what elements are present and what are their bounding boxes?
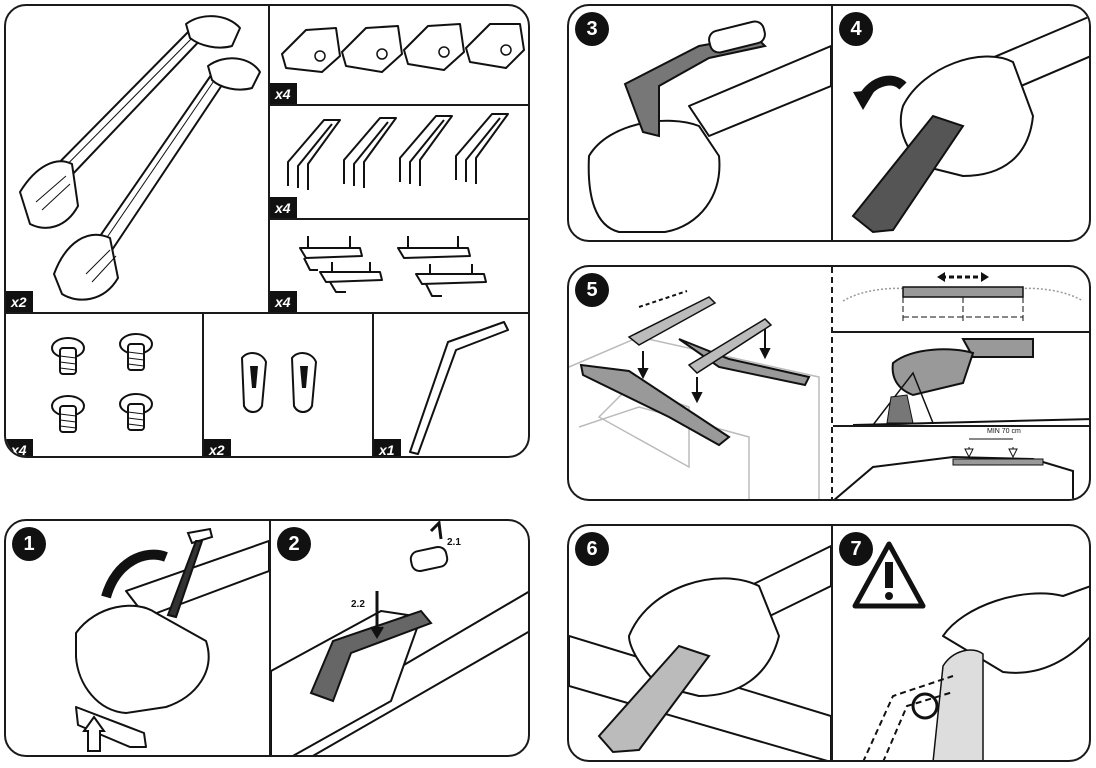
step-7-cell: 7 [833,526,1089,760]
quantity-badge: x4 [270,291,297,312]
footpad-closeup-illustration [852,338,1089,425]
step-5-car-illustration [569,290,820,499]
foot-pads-illustration [281,23,525,73]
divider [831,267,833,499]
step-2-cell: 2 2.1 2.2 [271,521,528,755]
quantity-badge: x4 [270,83,297,104]
divider [6,312,528,314]
substep-label: 2.1 [447,537,461,548]
step-number-badge: 1 [12,527,46,561]
divider [831,6,833,240]
divider [202,312,204,456]
components-panel: x2 x4 [4,4,530,458]
step-6-cell: 6 [569,526,831,760]
bar-spacing-illustration [833,438,1074,499]
clamps-illustration [287,113,509,190]
quantity-badge: x2 [204,439,231,456]
bar-adjust-illustration [842,272,1084,323]
step-number-badge: 5 [575,273,609,307]
quantity-badge: x4 [6,439,33,456]
brackets-cell: x4 [270,220,528,312]
divider [268,218,528,220]
foot-pads-cell: x4 [270,6,528,104]
quantity-badge: x2 [6,291,33,312]
step-1-cell: 1 [6,521,269,755]
warning-icon [852,541,926,609]
divider [833,425,1089,427]
step-5-panel: 5 [567,265,1091,501]
divider [831,526,833,760]
steps-1-2-panel: 1 2 2.1 2.2 [4,519,530,757]
step-5-detail-top [833,267,1089,331]
min-distance-label: MIN 70 cm [987,428,1021,435]
bolts-cell: x4 [6,314,202,456]
keys-cell: x2 [204,314,372,456]
step-number-badge: 6 [575,532,609,566]
step-7-illustration [852,541,1089,760]
divider [268,6,270,312]
step-6-illustration [569,545,831,760]
step-1-illustration [75,527,269,752]
step-5-detail-bottom: MIN 70 cm [833,427,1089,499]
roof-bars-cell: x2 [6,6,268,312]
clamps-cell: x4 [270,106,528,218]
steps-3-4-panel: 3 4 [567,4,1091,242]
step-4-illustration [851,15,1089,234]
step-4-cell: 4 [833,6,1089,240]
quantity-badge: x4 [270,197,297,218]
bolts-illustration [51,333,153,433]
substep-label: 2.2 [351,599,365,610]
step-3-cell: 3 [569,6,831,240]
step-number-badge: 4 [839,12,873,46]
steps-6-7-panel: 6 7 [567,524,1091,762]
divider [268,104,528,106]
brackets-illustration [299,236,487,297]
divider [269,521,271,755]
step-2-illustration [271,521,528,755]
divider [372,312,374,456]
divider [833,331,1089,333]
step-3-illustration [587,20,831,233]
step-5-detail-mid [833,333,1089,425]
allen-wrench-illustration [409,321,509,455]
quantity-badge: x1 [374,439,401,456]
keys-illustration [241,352,317,413]
roof-bars-illustration [19,15,261,301]
wrench-cell: x1 [374,314,528,456]
step-number-badge: 3 [575,12,609,46]
step-number-badge: 2 [277,527,311,561]
step-5-main-cell: 5 [569,267,831,499]
step-number-badge: 7 [839,532,873,566]
